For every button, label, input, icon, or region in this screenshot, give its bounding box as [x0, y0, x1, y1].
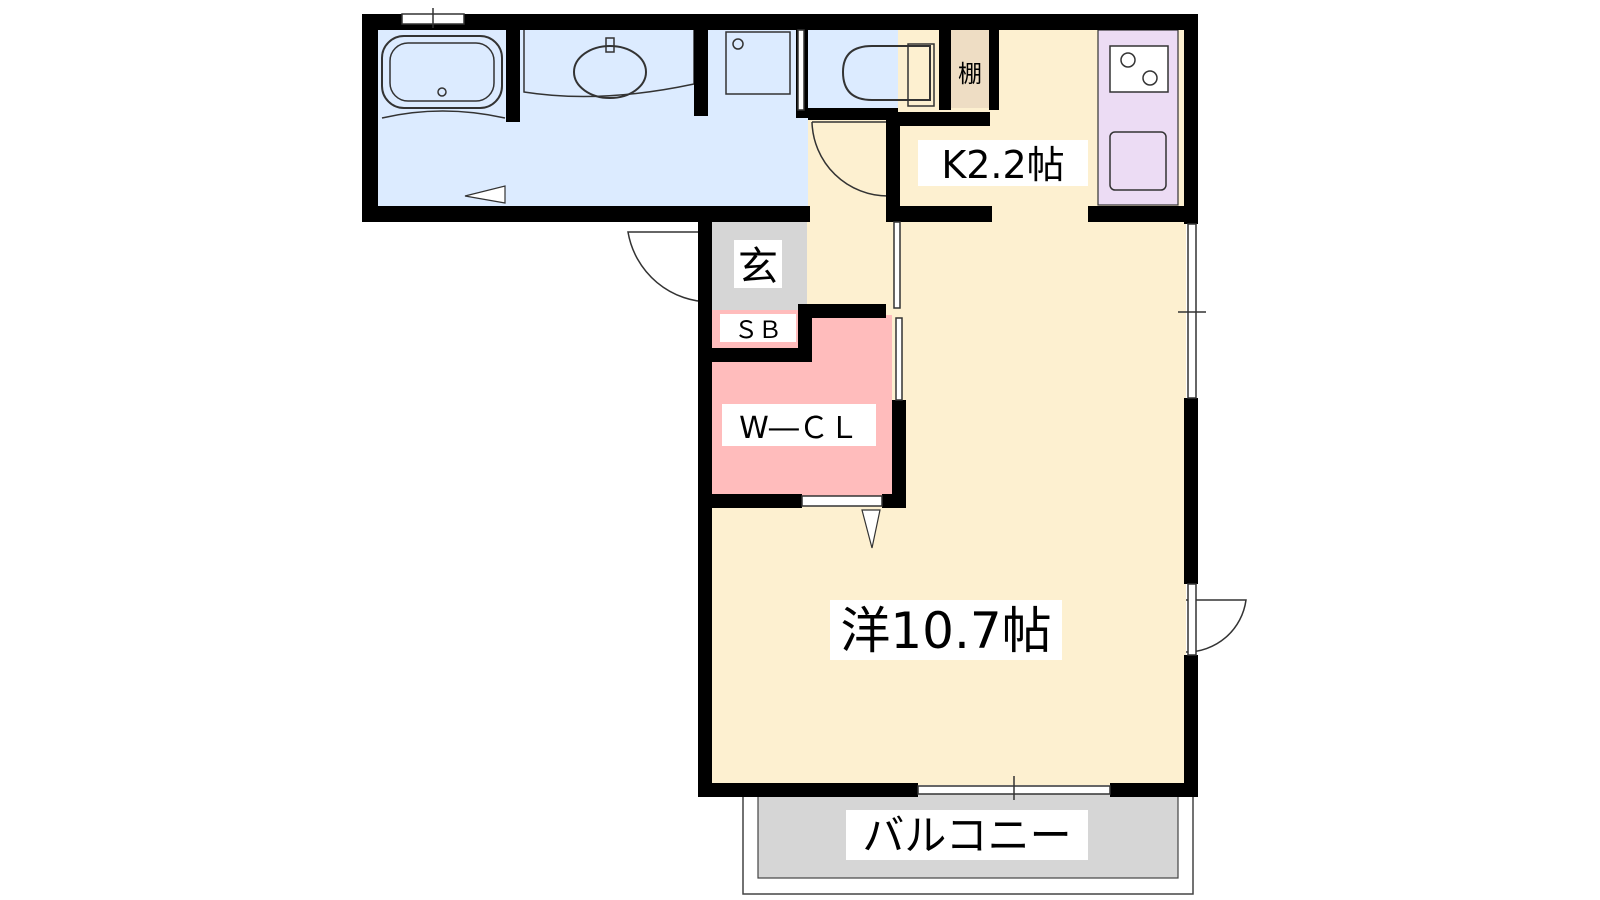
closet-door-arrow	[861, 509, 881, 549]
toilet-tank	[907, 43, 935, 107]
stove-top	[1109, 45, 1169, 93]
kitchen-sink	[1109, 131, 1167, 191]
shoebox-label-bg	[720, 314, 796, 342]
kitchen-label-bg	[918, 140, 1088, 186]
western-room-label-bg	[830, 600, 1062, 660]
balcony-label: バルコニー	[862, 811, 1071, 860]
washbasin-counter	[523, 30, 695, 98]
shelf-floor	[951, 30, 989, 108]
western-room-label: 洋10.7帖	[840, 602, 1051, 660]
bath-floor-line	[381, 110, 506, 119]
entrance-label-bg	[734, 240, 782, 288]
kitchen-label: K2.2帖	[941, 143, 1064, 187]
washbasin-faucet	[605, 37, 615, 53]
entrance-label: 玄	[738, 244, 778, 290]
stove-burner-right	[1142, 70, 1158, 86]
toilet-bowl	[841, 45, 931, 101]
bathtub	[381, 35, 503, 109]
toilet-door-swing	[811, 121, 889, 197]
bath-door-arrow	[464, 185, 506, 204]
entrance-door-swing	[627, 231, 713, 303]
bathtub-inner	[389, 42, 495, 102]
shelf-label: 棚	[958, 60, 982, 88]
shoebox-label: ＳＢ	[734, 316, 782, 344]
washbasin-bowl	[573, 45, 647, 99]
bathtub-drain	[437, 87, 447, 97]
closet-label: W―ＣＬ	[739, 411, 859, 446]
side-door-swing	[1185, 599, 1247, 653]
closet-label-bg	[722, 404, 876, 446]
stove-burner-left	[1120, 52, 1136, 68]
windows	[401, 8, 1206, 800]
balcony-label-bg	[846, 810, 1088, 860]
washing-machine-drain	[732, 38, 744, 50]
washing-machine-space	[725, 31, 791, 95]
